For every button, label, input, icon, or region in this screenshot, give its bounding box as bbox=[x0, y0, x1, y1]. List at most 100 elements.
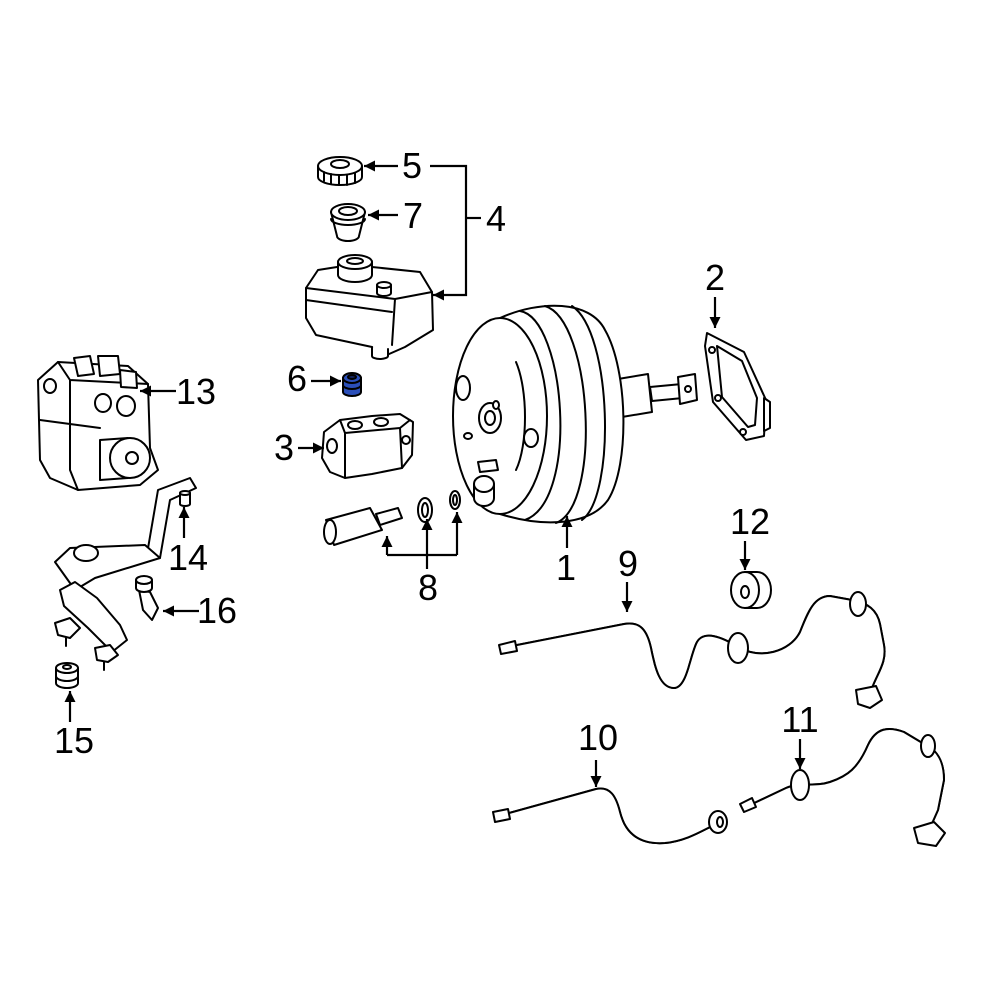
hose-upper-sensor bbox=[855, 685, 883, 709]
abs-hydraulic-unit bbox=[37, 355, 159, 491]
callout-12: 12 bbox=[730, 501, 770, 570]
callout-1: 1 bbox=[556, 516, 576, 588]
filter-opening bbox=[338, 206, 358, 216]
booster-stud-bottom bbox=[463, 432, 473, 440]
switch-rod bbox=[375, 507, 403, 526]
bracket-studs bbox=[65, 637, 105, 671]
callout-number: 12 bbox=[730, 501, 770, 542]
callout-9: 9 bbox=[618, 543, 638, 612]
hose-upper-clamp-1 bbox=[727, 632, 749, 664]
gasket-hole-1 bbox=[708, 346, 716, 354]
bracket-foot-left bbox=[54, 617, 81, 639]
callout-11: 11 bbox=[781, 699, 819, 769]
bracket-foot-right bbox=[94, 644, 119, 663]
callout-bracket bbox=[430, 164, 468, 301]
callout-number: 13 bbox=[176, 371, 216, 412]
brake-switch-kit bbox=[323, 490, 461, 546]
grommet-hole bbox=[347, 374, 357, 380]
callout-7: 7 bbox=[368, 195, 423, 236]
bracket-stud bbox=[179, 492, 191, 507]
booster-check-valve bbox=[477, 459, 499, 473]
callout-number: 7 bbox=[403, 195, 423, 236]
master-cylinder-port-2 bbox=[373, 417, 389, 427]
reservoir-edges bbox=[305, 287, 433, 346]
hose-valve-start bbox=[739, 797, 757, 813]
bracket-stud-top bbox=[179, 490, 191, 496]
callout-number: 11 bbox=[781, 699, 818, 740]
o-ring-large-hole bbox=[421, 502, 429, 518]
booster-stud-top bbox=[492, 400, 500, 410]
master-cylinder-edges bbox=[339, 419, 411, 479]
callout-number: 16 bbox=[197, 590, 237, 631]
callout-number: 2 bbox=[705, 257, 725, 298]
reservoir-filter bbox=[330, 203, 366, 242]
gasket-hole-3 bbox=[714, 394, 722, 402]
callout-number: 9 bbox=[618, 543, 638, 584]
hose-valve-clamp-2 bbox=[920, 734, 936, 758]
callout-2: 2 bbox=[705, 257, 725, 328]
callout-number: 6 bbox=[287, 358, 307, 399]
abs-connector-3 bbox=[119, 369, 138, 389]
rubber-mount bbox=[55, 662, 79, 689]
hose-lower-inner bbox=[501, 787, 713, 845]
callout-number: 14 bbox=[168, 537, 208, 578]
grommet-ring bbox=[342, 384, 362, 390]
sensor-ring bbox=[730, 571, 772, 609]
booster-gasket bbox=[704, 332, 771, 441]
bolt-head-top bbox=[135, 575, 153, 585]
hose-valve-clamp-1 bbox=[790, 769, 810, 801]
hose-upper-clamp-2 bbox=[849, 591, 867, 617]
vacuum-hose-valve bbox=[739, 727, 946, 847]
reservoir-cap bbox=[317, 156, 363, 186]
gasket-hole-2 bbox=[739, 428, 747, 436]
bracket-bolt bbox=[135, 575, 159, 621]
cap-center bbox=[330, 159, 350, 169]
master-cylinder-boss bbox=[401, 435, 411, 445]
booster-face-hole bbox=[455, 375, 471, 401]
callout-number: 1 bbox=[556, 547, 576, 588]
callout-14: 14 bbox=[168, 507, 208, 578]
callout-10: 10 bbox=[578, 717, 618, 787]
gasket-plate bbox=[704, 332, 767, 441]
hose-upper-fitting bbox=[498, 640, 518, 655]
mount-hole bbox=[62, 664, 72, 670]
brake-fluid-reservoir bbox=[305, 254, 434, 360]
reservoir-grommet bbox=[342, 372, 362, 397]
abs-edges bbox=[39, 361, 149, 491]
hose-upper-inner bbox=[511, 595, 886, 689]
abs-valve-3 bbox=[43, 378, 57, 394]
booster-side-port bbox=[523, 428, 539, 448]
callout-number: 3 bbox=[274, 427, 294, 468]
master-cylinder bbox=[321, 413, 414, 479]
callout-number: 10 bbox=[578, 717, 618, 758]
sensor-ring-hole bbox=[740, 585, 750, 599]
callout-number: 15 bbox=[54, 720, 94, 761]
booster-clevis-hole bbox=[684, 385, 692, 393]
callout-16: 16 bbox=[163, 590, 237, 631]
hose-lower-fitting bbox=[492, 808, 511, 823]
abs-valve-1 bbox=[94, 393, 112, 413]
callout-13: 13 bbox=[140, 371, 216, 412]
master-cylinder-bore bbox=[326, 438, 338, 454]
callout-number: 4 bbox=[486, 198, 506, 239]
hose-valve-inner bbox=[747, 727, 945, 829]
filter-rim bbox=[330, 218, 366, 226]
vacuum-hose-lower bbox=[492, 787, 728, 845]
bolt-shank bbox=[138, 589, 159, 621]
gasket-tab bbox=[763, 397, 771, 432]
mount-ridge bbox=[55, 675, 79, 682]
bracket-knob bbox=[73, 544, 99, 562]
reservoir-outlet bbox=[371, 346, 389, 360]
callout-8: 8 bbox=[381, 512, 463, 608]
bracket-lower-leg bbox=[59, 581, 128, 653]
cap-knurl bbox=[323, 171, 356, 186]
reservoir-port-top bbox=[376, 281, 392, 289]
master-cylinder-port-1 bbox=[347, 420, 363, 430]
reservoir-neck-hole bbox=[346, 257, 364, 265]
abs-connector-2 bbox=[97, 355, 121, 377]
abs-motor-shaft bbox=[125, 451, 139, 465]
abs-connector-1 bbox=[73, 355, 95, 377]
booster-face-contour bbox=[515, 361, 526, 471]
abs-bracket bbox=[54, 477, 197, 671]
